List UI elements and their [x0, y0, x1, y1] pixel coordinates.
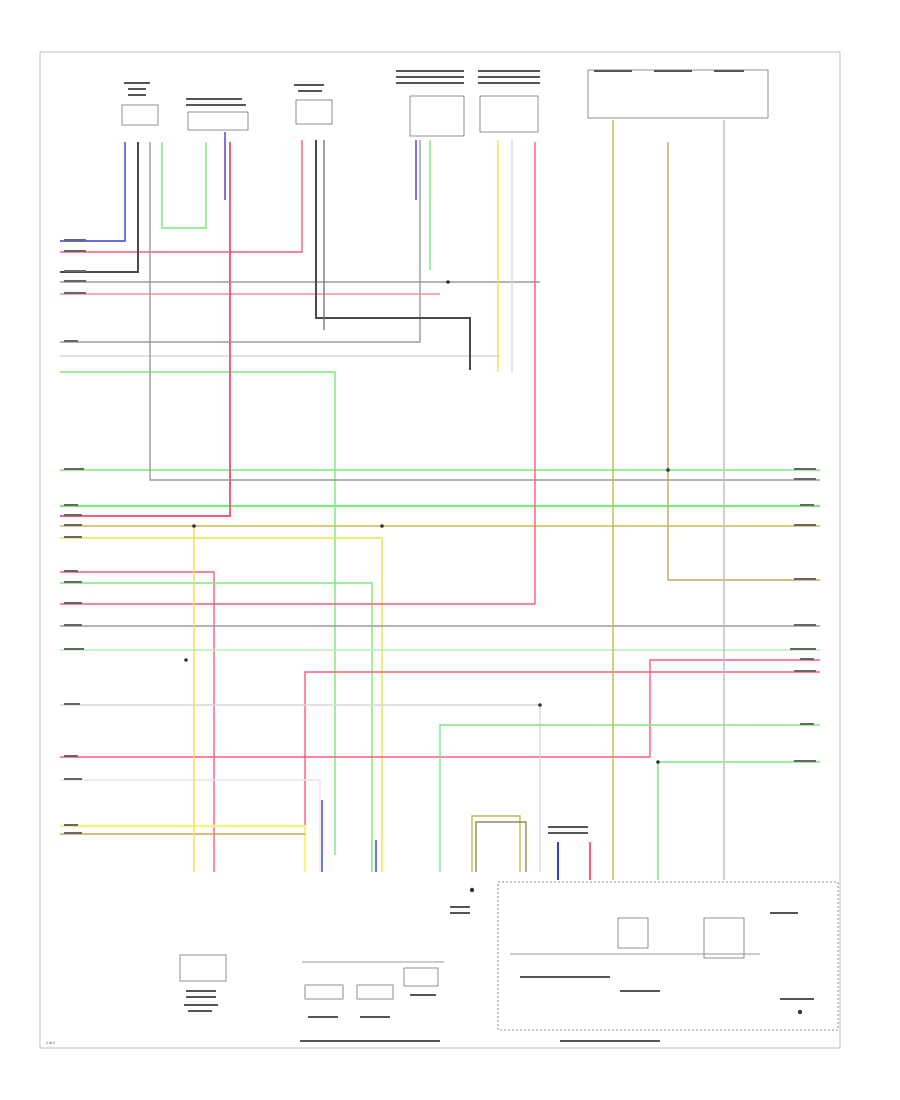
- left-edge-pin-labels: [64, 239, 86, 834]
- component-junction-block-left: [304, 984, 344, 1000]
- wire-red-5: [304, 671, 820, 872]
- wire-red-4: [60, 142, 536, 605]
- wire-red-2: [60, 142, 231, 517]
- connector-driver-door: [295, 99, 333, 125]
- wire-yellow-2: [60, 537, 383, 872]
- connector-relay-box: [587, 69, 769, 119]
- top-connectors: [121, 69, 769, 137]
- wire-red-6: [60, 659, 820, 758]
- component-relay-1: [617, 917, 649, 949]
- wire-green-1: [60, 371, 336, 855]
- connector-power-window-switch: [187, 111, 249, 131]
- horizontal-wires: [60, 140, 820, 880]
- component-junction-block-mid: [356, 984, 394, 1000]
- connector-front-left-door: [121, 104, 159, 126]
- wire-gray-3: [149, 142, 820, 481]
- wire-light-2: [60, 704, 541, 872]
- splice-points: [184, 280, 803, 1015]
- wire-yellow-3: [60, 824, 307, 872]
- wire-green-v1: [161, 142, 207, 229]
- component-door-lock-actuator: [179, 954, 227, 982]
- connector-keyless-system: [479, 95, 539, 133]
- vertical-wires: [161, 120, 725, 880]
- page-marker: 1 of 2: [46, 1041, 55, 1045]
- wire-green-4: [60, 582, 373, 872]
- wire-red-3: [60, 571, 215, 872]
- right-edge-pin-labels: [790, 468, 816, 762]
- component-relay-2: [703, 917, 745, 959]
- connector-front-room-unit: [409, 95, 465, 137]
- wire-olive-v2: [475, 821, 527, 872]
- wire-green-6: [439, 724, 820, 872]
- wire-olive-v1: [471, 815, 521, 872]
- wire-red-top: [60, 140, 303, 253]
- wire-gray-2: [60, 140, 421, 343]
- wire-orange-1: [667, 142, 820, 581]
- bottom-components: [179, 881, 839, 1031]
- wire-green-7: [657, 761, 820, 880]
- wire-dark-v2: [315, 140, 471, 370]
- wire-light-3: [60, 779, 321, 872]
- bottom-component-labels: [184, 826, 814, 1042]
- diagram-frame: [39, 51, 841, 1049]
- component-control-module-box: [497, 881, 839, 1031]
- top-connector-labels: [124, 70, 744, 106]
- wire-blue-top: [60, 142, 126, 242]
- component-sensor: [403, 967, 439, 987]
